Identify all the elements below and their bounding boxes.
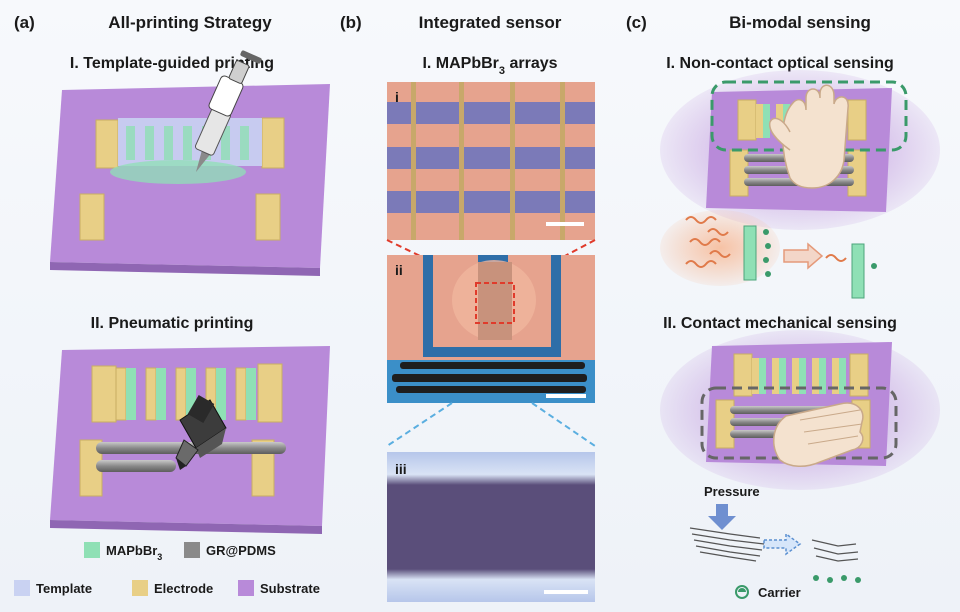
panel-b-title: Integrated sensor (419, 13, 562, 32)
optical-mechanism-diagram (660, 210, 877, 299)
electrode-lines (411, 82, 565, 240)
legend-label-substrate: Substrate (260, 581, 320, 596)
arrow-icon (763, 532, 802, 556)
scale-bar (546, 222, 584, 226)
electrode-pad (257, 363, 283, 423)
arrow-icon (783, 242, 824, 270)
template-printing-illustration (50, 50, 330, 276)
dashed-highlight (700, 386, 898, 460)
legend-swatch-substrate (238, 580, 254, 596)
micrograph-iii: iii (387, 452, 595, 602)
perovskite-bar (743, 225, 757, 281)
label-ii: ii (395, 262, 403, 278)
scale-bar (546, 394, 586, 398)
perovskite-bands (387, 102, 595, 213)
electrode-pad (91, 365, 117, 423)
legend-label-mapbbr3: MAPbBr3 (106, 543, 162, 562)
panel-a-step1-label: I. Template-guided printing (70, 55, 274, 72)
carrier-icon (813, 575, 861, 583)
legend-label-template: Template (36, 581, 92, 596)
electrode-pad (261, 117, 285, 169)
electrode-pad (79, 193, 105, 241)
electrode-pad (255, 193, 281, 241)
carrier-icon (871, 263, 877, 269)
carrier-label: Carrier (758, 585, 801, 600)
panel-c-step1-label: I. Non-contact optical sensing (666, 55, 894, 72)
carrier-legend: Carrier (735, 585, 801, 600)
mechanical-mechanism-diagram: Pressure Carrier (689, 484, 861, 600)
panel-a-letter: (a) (14, 13, 35, 32)
graphene-flakes-compressed (689, 527, 765, 562)
dashed-highlight (710, 80, 908, 152)
scale-bar (544, 590, 588, 594)
panel-b-subtitle: I. MAPbBr3 arrays (422, 55, 557, 77)
legend-swatch-mapbbr3 (84, 542, 100, 558)
pipette-icon (194, 50, 262, 172)
legend-swatch-grpdms (184, 542, 200, 558)
electrode-pad (95, 119, 119, 169)
hand-icon (773, 402, 864, 467)
pneumatic-printing-illustration (50, 346, 330, 534)
carrier-icon (763, 229, 771, 277)
ink-droplet (110, 160, 246, 184)
grpdms-lines (392, 362, 587, 393)
label-i: i (395, 89, 399, 105)
legend-label-electrode: Electrode (154, 581, 213, 596)
mechanical-sensing-illustration (660, 330, 940, 490)
panel-c-letter: (c) (626, 13, 647, 32)
legend: MAPbBr3 GR@PDMS Template Electrode Subst… (14, 542, 320, 596)
pneumatic-nozzle-icon (175, 394, 227, 470)
carrier-icon (735, 585, 749, 599)
zoom-box (475, 282, 515, 324)
light-wave-icon (685, 216, 731, 268)
perovskite-bar (851, 243, 865, 299)
electrode-fingers (115, 367, 256, 421)
optical-sensing-illustration (660, 70, 940, 230)
pressure-label: Pressure (704, 484, 760, 499)
zoom-line (531, 402, 596, 447)
zoom-line (386, 402, 453, 447)
panel-c-step2-label: II. Contact mechanical sensing (663, 315, 897, 332)
micrograph-ii: ii (387, 255, 595, 403)
hand-icon (768, 84, 849, 189)
pressure-arrow-icon (708, 504, 736, 530)
legend-label-grpdms: GR@PDMS (206, 543, 276, 558)
panel-c-title: Bi-modal sensing (729, 13, 871, 32)
legend-swatch-template (14, 580, 30, 596)
graphene-flakes-released (811, 539, 859, 562)
panel-a-title: All-printing Strategy (108, 13, 272, 32)
legend-swatch-electrode (132, 580, 148, 596)
panel-a-step2-label: II. Pneumatic printing (91, 315, 254, 332)
micrograph-i: i (387, 82, 595, 240)
panel-b-letter: (b) (340, 13, 362, 32)
grpdms-rod (96, 460, 176, 472)
label-iii: iii (395, 461, 407, 477)
